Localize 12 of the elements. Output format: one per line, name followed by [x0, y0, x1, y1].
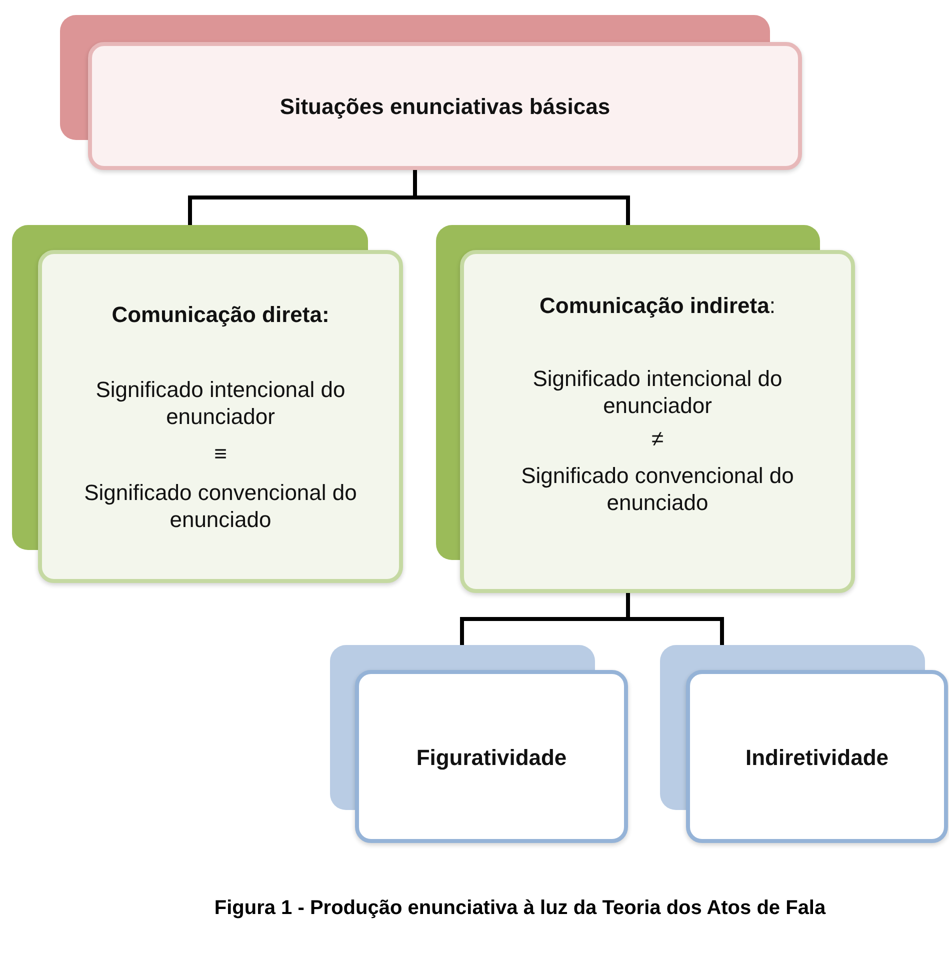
card-text: Significado convencional do enunciado — [520, 462, 795, 516]
relation-symbol: ≡ — [214, 440, 227, 467]
card-heading: Comunicação indireta: — [540, 292, 776, 319]
card-text: Significado intencional do enunciador — [532, 365, 784, 419]
relation-symbol: ≠ — [651, 425, 664, 452]
card-heading: Indiretividade — [745, 744, 889, 771]
card-heading: Situações enunciativas básicas — [280, 93, 610, 120]
figure-caption: Figura 1 - Produção enunciativa à luz da Teoria dos Atos de Fala — [213, 897, 827, 920]
card-heading: Comunicação direta: — [112, 301, 330, 328]
card-text: Significado intencional do enunciador — [94, 376, 346, 430]
card-text: Significado convencional do enunciado — [83, 479, 358, 533]
card-heading: Figuratividade — [416, 744, 567, 771]
